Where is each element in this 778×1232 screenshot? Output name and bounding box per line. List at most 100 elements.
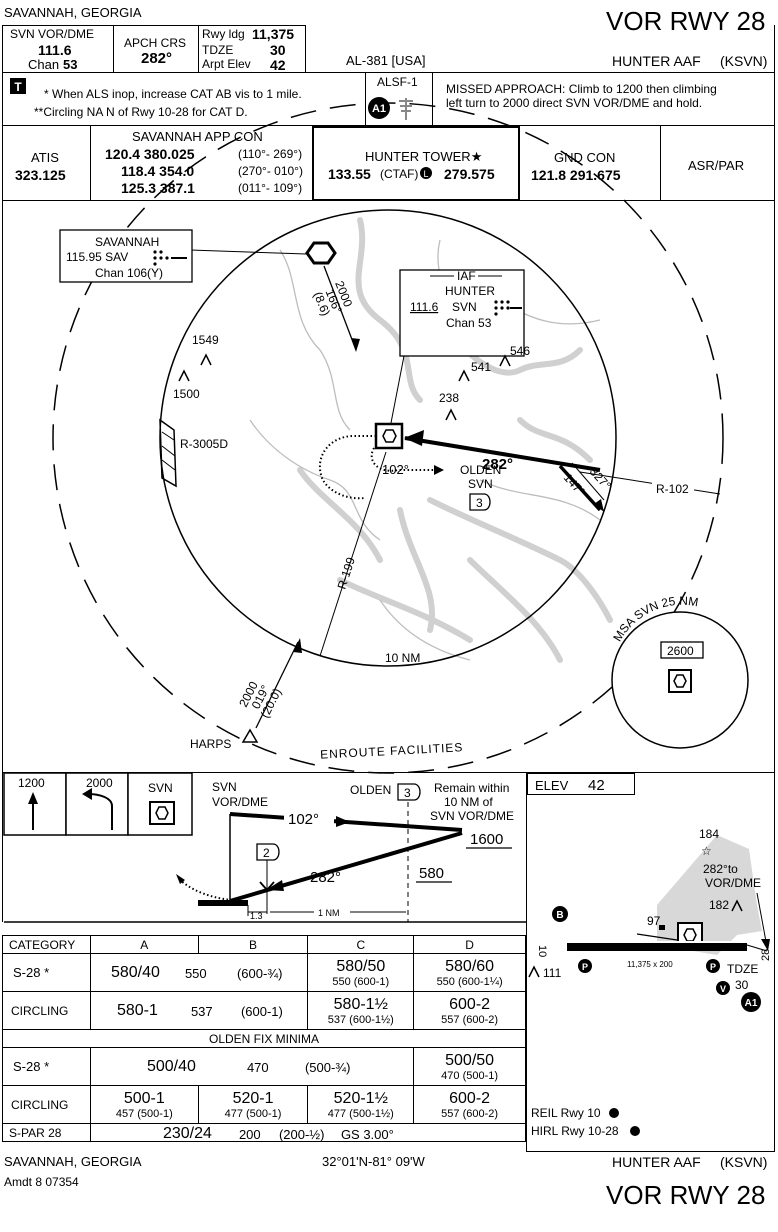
msa-navaid-icon	[668, 669, 692, 693]
spar-paren: (200-½)	[278, 1127, 325, 1142]
hirl-note: HIRL Rwy 10-28	[531, 1124, 619, 1138]
profile-crs-102: 102°	[288, 811, 319, 828]
header-airport: HUNTER AAF	[612, 53, 701, 69]
hunter-freq: 111.6	[410, 300, 439, 314]
sav-chan: Chan 106(Y)	[95, 266, 163, 280]
olden-label: OLDEN	[460, 463, 501, 477]
tdze-label-diagram: TDZE	[727, 962, 758, 976]
tower-freq-2: 279.575	[444, 166, 495, 182]
o-circ-b-sub: 477 (500-1)	[224, 1107, 282, 1120]
crs-282-label: 282°	[482, 456, 513, 473]
o-s28-paren: (500-¾)	[304, 1060, 351, 1075]
spar-main: 230/24	[162, 1125, 212, 1142]
arpt-elev-label: Arpt Elev	[202, 57, 251, 71]
ma-2000: 2000	[86, 776, 113, 790]
tdze-value-diagram: 30	[735, 978, 749, 992]
o-s28-d-sub: 470 (500-1)	[441, 1069, 499, 1082]
ten-nm-label: 10 NM	[385, 651, 420, 665]
tower-label: HUNTER TOWER★	[365, 149, 483, 164]
o-circ-d-main: 600-2	[449, 1089, 491, 1107]
o-circ-a-main: 500-1	[123, 1089, 165, 1107]
hdr-b: B	[197, 935, 309, 954]
plan-view: 10 NM R-3005D SAVANNAH 115.95 SAV Chan 1…	[52, 102, 749, 774]
obs-97: 97	[647, 914, 661, 928]
spar-gs: GS 3.00°	[340, 1127, 394, 1142]
obs-1500: 1500	[173, 387, 200, 401]
svg-text:P: P	[710, 962, 716, 972]
olden-svn: SVN	[468, 477, 493, 491]
enroute-ring	[52, 102, 724, 774]
crs-note-2: VOR/DME	[705, 876, 761, 890]
note-1: * When ALS inop, increase CAT AB vis to …	[44, 87, 302, 101]
profile-view: 1200 2000 SVN SVN VOR/DME OLDEN 3 Remain…	[3, 772, 526, 923]
minima-table: CATEGORY A B C D S-28 * 580/40 550 (600-…	[2, 935, 527, 1142]
app-con-range-2: (270°- 010°)	[238, 164, 303, 178]
ma-1200: 1200	[18, 776, 45, 790]
part-time-icon	[630, 1126, 640, 1136]
o-circ-b-main: 520-1	[232, 1089, 274, 1107]
vasi-icon	[716, 981, 730, 995]
sav-freq: 115.95 SAV	[66, 250, 128, 264]
obs-238: 238	[439, 391, 459, 405]
footer-airport: HUNTER AAF	[612, 1154, 701, 1170]
hdr-c: C	[307, 935, 415, 954]
beacon-icon	[552, 906, 568, 922]
profile-svn-vordme: VOR/DME	[212, 795, 268, 809]
savannah-vortac-icon	[305, 241, 337, 265]
circ-ab-hat: 537	[190, 1004, 213, 1019]
hdr-d: D	[413, 935, 526, 954]
rwy-ldg-value: 11,375	[252, 26, 295, 42]
s28-d-main: 580/60	[445, 957, 495, 975]
o-circ-label: CIRCLING	[2, 1085, 91, 1124]
profile-dist-1: 1.3	[250, 911, 263, 921]
alternate-minimums-icon: T	[10, 78, 26, 94]
hunter-chan: Chan 53	[446, 316, 492, 330]
apch-crs-label: APCH CRS	[124, 36, 187, 50]
obstacle-icon	[200, 353, 212, 366]
missed-approach-line2: left turn to 2000 direct SVN VOR/DME and…	[446, 96, 703, 110]
obstacle-icon	[499, 354, 511, 367]
o-s28-hat: 470	[246, 1060, 269, 1075]
app-con-freq-1: 120.4 380.025	[105, 146, 195, 162]
elev-value: 42	[588, 777, 605, 794]
sav-name: SAVANNAH	[95, 235, 159, 249]
svg-text:☆: ☆	[701, 844, 712, 858]
circ-d-sub: 557 (600-2)	[441, 1013, 499, 1026]
s28-c-main: 580/50	[336, 957, 386, 975]
papi-icon-28	[706, 959, 720, 973]
atis-freq: 323.125	[15, 167, 66, 183]
rwy-dims: 11,375 x 200	[627, 960, 673, 969]
app-con-freq-2: 118.4 354.0	[121, 163, 195, 179]
s28-ab-paren: (600-¾)	[236, 966, 283, 981]
iaf-label: IAF	[457, 269, 476, 283]
profile-crs-282: 282°	[310, 869, 341, 886]
header-city: SAVANNAH, GEORGIA	[4, 5, 142, 20]
hunter-name: HUNTER	[445, 284, 495, 298]
svg-text:A1: A1	[745, 998, 758, 1009]
note-2: **Circling NA N of Rwy 10-28 for CAT D.	[34, 105, 248, 119]
missed-approach-line1: MISSED APPROACH: Climb to 1200 then clim…	[446, 82, 717, 96]
asr-par: ASR/PAR	[688, 158, 745, 173]
olden-fix-header: OLDEN FIX MINIMA	[2, 1029, 526, 1048]
obs-184: 184	[699, 827, 719, 841]
obs-541: 541	[471, 360, 491, 374]
app-con-range-3: (011°- 109°)	[238, 181, 303, 195]
lighting-label: ALSF-1	[377, 75, 418, 89]
gnd-con-freq: 121.8 291.675	[531, 167, 621, 183]
obs-1549: 1549	[192, 333, 219, 347]
rwy-10: 10	[536, 945, 548, 957]
profile-olden-dme: 3	[404, 786, 411, 800]
s28-label: S-28 *	[2, 953, 91, 992]
obstacle-icon	[528, 965, 540, 978]
s28-ab-hat: 550	[184, 966, 207, 981]
o-circ-a-sub: 457 (500-1)	[115, 1107, 173, 1120]
o-circ-d-sub: 557 (600-2)	[441, 1107, 499, 1120]
o-s28-d-main: 500/50	[445, 1051, 495, 1069]
navaid-chan: 53	[63, 57, 78, 72]
atis-label: ATIS	[31, 150, 59, 165]
spar-label: S-PAR 28	[2, 1123, 91, 1142]
hdr-category: CATEGORY	[2, 935, 91, 954]
svg-text:A1: A1	[372, 103, 386, 115]
header-airport-id: (KSVN)	[720, 53, 768, 69]
circ-d-main: 600-2	[449, 995, 491, 1013]
